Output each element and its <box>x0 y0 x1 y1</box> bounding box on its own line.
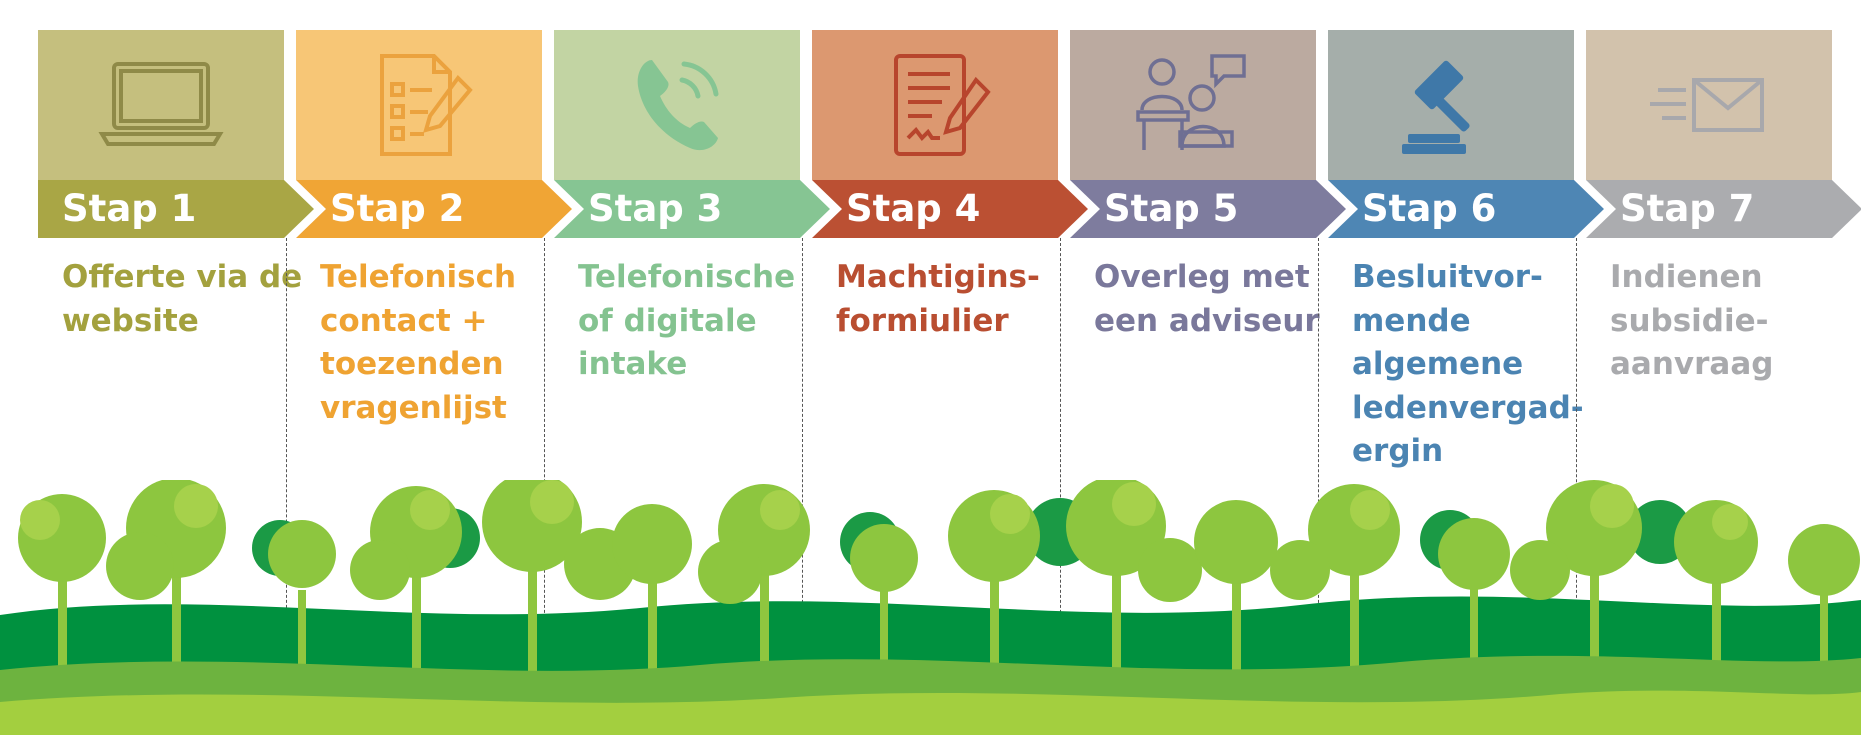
step-5-tile <box>1070 30 1316 180</box>
step-7-arrow: Stap 7 <box>1586 180 1861 238</box>
step-6-line: algemene <box>1352 346 1524 382</box>
step-6-label: Stap 6 <box>1362 187 1497 230</box>
step-2: Stap 2 Telefonisch contact + toezenden v… <box>296 0 572 735</box>
step-4-label: Stap 4 <box>846 187 981 230</box>
step-3-line: of digitale <box>578 302 757 339</box>
step-1-line: website <box>62 302 199 339</box>
step-3: Stap 3 Telefonische of digitale intake <box>554 0 830 735</box>
step-6-arrow: Stap 6 <box>1328 180 1604 238</box>
step-6-arrow-shape <box>1328 180 1604 238</box>
step-separator <box>802 238 803 628</box>
step-separator <box>1060 238 1061 628</box>
step-separator <box>544 238 545 628</box>
step-4-tile <box>812 30 1058 180</box>
step-2-tile <box>296 30 542 180</box>
front-hill <box>0 690 1861 735</box>
step-6-description: Besluitvor- mende algemene ledenvergad- … <box>1352 256 1584 474</box>
step-6-tile <box>1328 30 1574 180</box>
step-7: Stap 7 Indienen subsidie- aanvraag <box>1586 0 1861 735</box>
step-7-arrow-fill <box>1586 180 1861 238</box>
step-4-arrow: Stap 4 <box>812 180 1088 238</box>
step-3-tile <box>554 30 800 180</box>
step-1: Stap 1 Offerte via de website <box>38 0 314 735</box>
step-7-arrow-shape <box>1586 180 1861 238</box>
step-2-arrow-shape <box>296 180 572 238</box>
step-2-line: Telefonisch <box>320 259 517 295</box>
step-2-label: Stap 2 <box>330 187 465 230</box>
step-2-line: toezenden <box>320 346 504 382</box>
step-1-description: Offerte via de website <box>62 256 303 343</box>
step-2-arrow-fill <box>296 180 572 238</box>
step-2-description: Telefonisch contact + toezenden vragenli… <box>320 256 536 430</box>
step-5-label: Stap 5 <box>1104 187 1239 230</box>
step-4-line: formiulier <box>836 302 1009 339</box>
step-3-description: Telefonische of digitale intake <box>578 256 796 387</box>
step-6-arrow-fill <box>1328 180 1604 238</box>
step-4-line: Machtigins- <box>836 259 1040 295</box>
checklist-icon <box>380 54 473 156</box>
step-6-line: ergin <box>1352 433 1444 469</box>
step-separator <box>1576 238 1577 628</box>
step-separator <box>1318 238 1319 628</box>
step-1-label: Stap 1 <box>62 187 197 230</box>
step-1-arrow-shape <box>38 180 314 238</box>
step-7-line: subsidie- <box>1610 302 1769 339</box>
step-7-label: Stap 7 <box>1620 187 1755 230</box>
step-4-arrow-shape <box>812 180 1088 238</box>
step-5-arrow: Stap 5 <box>1070 180 1346 238</box>
step-7-tile <box>1586 30 1832 180</box>
step-4-arrow-fill <box>812 180 1088 238</box>
step-4-description: Machtigins- formiulier <box>836 256 1052 343</box>
step-separator <box>286 238 287 628</box>
step-6-line: ledenvergad- <box>1352 389 1584 426</box>
step-2-arrow: Stap 2 <box>296 180 572 238</box>
highlight-tree-crowns <box>20 480 1748 540</box>
step-3-label: Stap 3 <box>588 187 723 230</box>
step-5-arrow-shape <box>1070 180 1346 238</box>
step-4: Stap 4 Machtigins- formiulier <box>812 0 1088 735</box>
step-3-arrow-shape <box>554 180 830 238</box>
step-6-line: Besluitvor- <box>1352 259 1543 295</box>
step-3-line: Telefonische <box>578 259 796 295</box>
step-7-description: Indienen subsidie- aanvraag <box>1610 256 1826 387</box>
step-1-tile <box>38 30 284 180</box>
step-5-line: Overleg met <box>1094 259 1310 295</box>
phone-icon <box>637 60 719 151</box>
forest-landscape-illustration <box>0 480 1861 735</box>
step-1-arrow-fill <box>38 180 314 238</box>
meeting-icon <box>1136 54 1246 150</box>
signed-document-icon <box>894 54 991 156</box>
step-6: Stap 6 Besluitvor- mende algemene ledenv… <box>1328 0 1604 735</box>
gavel-icon <box>1402 60 1470 154</box>
step-3-line: intake <box>578 346 688 382</box>
step-2-line: contact + <box>320 302 488 339</box>
step-1-arrow: Stap 1 <box>38 180 314 238</box>
step-5-arrow-fill <box>1070 180 1346 238</box>
step-2-line: vragenlijst <box>320 389 507 426</box>
step-3-arrow: Stap 3 <box>554 180 830 238</box>
step-1-line: Offerte via de <box>62 259 303 295</box>
envelope-icon <box>1650 78 1764 132</box>
step-5-description: Overleg met een adviseur <box>1094 256 1320 343</box>
step-6-line: mende <box>1352 302 1471 339</box>
step-3-arrow-fill <box>554 180 830 238</box>
step-7-line: aanvraag <box>1610 346 1774 382</box>
laptop-icon <box>98 62 224 146</box>
step-5-line: een adviseur <box>1094 302 1320 339</box>
light-tree-crowns <box>18 480 1860 604</box>
step-7-line: Indienen <box>1610 259 1763 295</box>
step-5: Stap 5 Overleg met een adviseur <box>1070 0 1346 735</box>
